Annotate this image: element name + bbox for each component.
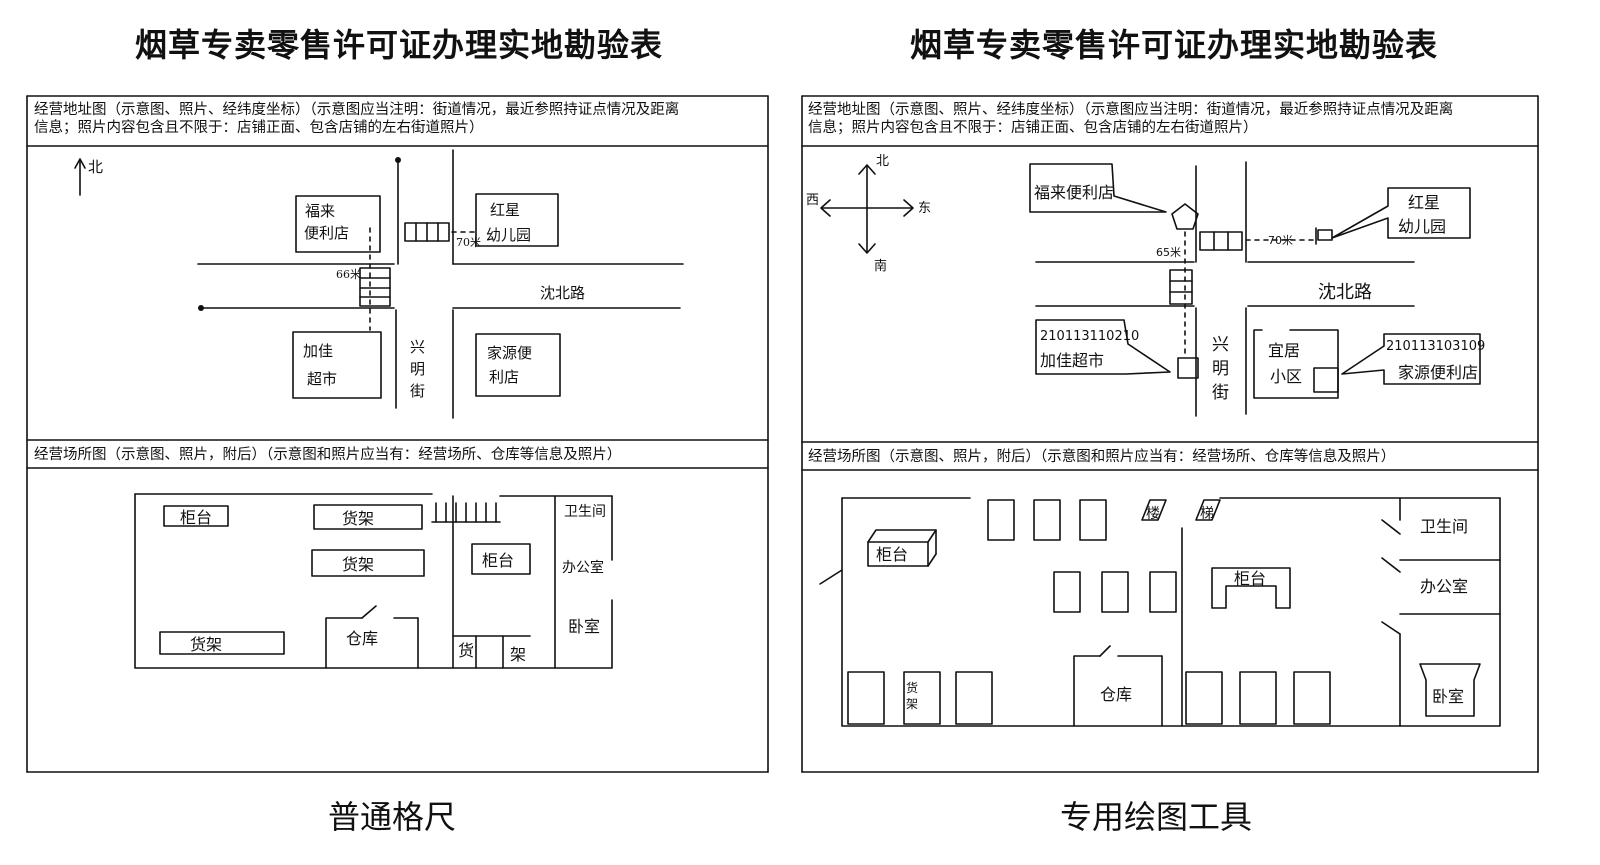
right-counter-label: 柜台 — [876, 545, 908, 564]
compass-south: 南 — [874, 258, 887, 274]
right-road-h: 沈北路 — [1318, 282, 1372, 303]
left-counter2-label: 柜台 — [482, 551, 514, 570]
right-floor-plan — [819, 497, 1501, 727]
left-counter-label: 柜台 — [180, 508, 212, 527]
right-office-label: 办公室 — [1420, 577, 1468, 596]
right-distance-70: 70米 — [1268, 234, 1293, 247]
left-shelf-label-1: 货架 — [342, 509, 374, 528]
right-map-labels: 北 南 东 西 福来便利店 红星 幼儿园 210113110210 加佳超市 2… — [806, 154, 1485, 403]
right-address-header-2: 信息；照片内容包含且不限于：店铺正面、包含店铺的左右街道照片） — [808, 120, 1258, 136]
right-form-frame — [801, 95, 1539, 773]
right-bedroom-label: 卧室 — [1432, 687, 1464, 706]
right-title: 烟草专卖零售许可证办理实地勘验表 — [910, 26, 1439, 64]
left-form-frame — [26, 95, 769, 773]
left-distance-70: 70米 — [456, 236, 481, 249]
left-store-sw-line2: 超市 — [307, 370, 337, 388]
left-low-shelf-1: 货 — [458, 641, 474, 660]
right-store-sw: 加佳超市 — [1040, 351, 1104, 370]
right-license-se: 210113103109 — [1386, 339, 1485, 354]
right-store-ne-line1: 红星 — [1408, 193, 1440, 212]
left-road-v-3: 街 — [410, 382, 425, 400]
right-floor-labels: 柜台 柜台 楼 梯 仓库 卫生间 办公室 卧室 货 架 — [876, 506, 1468, 711]
right-road-v-3: 街 — [1212, 383, 1229, 403]
right-license-sw: 210113110210 — [1040, 329, 1139, 344]
right-road-v-2: 明 — [1212, 359, 1229, 379]
right-road-v-1: 兴 — [1212, 335, 1229, 355]
compass-north: 北 — [876, 154, 889, 169]
left-warehouse-label: 仓库 — [346, 629, 378, 648]
right-shelf-1: 货 — [906, 680, 918, 695]
left-road-v-1: 兴 — [410, 338, 425, 356]
store-marker-icon — [1171, 203, 1199, 230]
right-premises-header: 经营场所图（示意图、照片，附后）（示意图和照片应当有：经营场所、仓库等信息及照片… — [808, 449, 1396, 465]
right-counter2-label: 柜台 — [1234, 569, 1266, 588]
left-bedroom-label: 卧室 — [568, 617, 600, 636]
right-distance-65: 65米 — [1156, 246, 1181, 259]
left-caption: 普通格尺 — [328, 798, 457, 836]
left-store-se-line1: 家源便 — [487, 344, 532, 362]
left-store-ne-line1: 红星 — [490, 201, 520, 219]
right-store-se: 家源便利店 — [1398, 363, 1478, 382]
right-stairs-1: 楼 — [1146, 506, 1160, 522]
left-floor-labels: 柜台 货架 货架 货架 柜台 仓库 卫生间 办公室 卧室 货 架 — [180, 504, 606, 664]
left-north-label: 北 — [88, 158, 103, 176]
right-stairs-2: 梯 — [1200, 506, 1214, 522]
right-toilet-label: 卫生间 — [1420, 517, 1468, 536]
left-floor-plan — [134, 493, 613, 669]
right-shelf-2: 架 — [906, 697, 918, 711]
left-store-nw-line2: 便利店 — [304, 224, 349, 242]
right-store-nw: 福来便利店 — [1034, 183, 1114, 202]
left-title: 烟草专卖零售许可证办理实地勘验表 — [135, 26, 664, 64]
left-low-shelf-2: 架 — [510, 645, 526, 664]
right-street-map — [820, 161, 1481, 417]
right-warehouse-label: 仓库 — [1100, 685, 1132, 704]
left-store-ne-line2: 幼儿园 — [486, 226, 531, 244]
left-store-nw-line1: 福来 — [305, 202, 335, 220]
right-community-line2: 小区 — [1270, 367, 1302, 386]
left-shelf-label-2: 货架 — [342, 555, 374, 574]
compass-east: 东 — [918, 201, 931, 216]
compass-west: 西 — [806, 193, 819, 208]
left-shelf-label-3: 货架 — [190, 635, 222, 654]
left-office-label: 办公室 — [562, 559, 604, 576]
left-road-v-2: 明 — [410, 360, 425, 378]
left-road-h: 沈北路 — [540, 284, 585, 302]
right-address-header-1: 经营地址图（示意图、照片、经纬度坐标）（示意图应当注明：街道情况，最近参照持证点… — [808, 102, 1454, 118]
left-map-labels: 北 福来 便利店 红星 幼儿园 加佳 超市 家源便 利店 66米 70米 沈北路… — [88, 158, 585, 400]
left-premises-header: 经营场所图（示意图、照片，附后）（示意图和照片应当有：经营场所、仓库等信息及照片… — [34, 447, 622, 463]
left-street-map — [74, 149, 684, 419]
right-caption: 专用绘图工具 — [1060, 798, 1253, 836]
right-community-line1: 宜居 — [1268, 341, 1300, 360]
right-store-ne-line2: 幼儿园 — [1398, 217, 1446, 236]
left-store-sw-line1: 加佳 — [303, 342, 333, 360]
left-store-se-line2: 利店 — [489, 368, 519, 386]
left-distance-66: 66米 — [336, 268, 361, 281]
left-address-header-2: 信息；照片内容包含且不限于：店铺正面、包含店铺的左右街道照片） — [34, 120, 484, 136]
left-address-header-1: 经营地址图（示意图、照片、经纬度坐标）（示意图应当注明：街道情况，最近参照持证点… — [34, 102, 680, 118]
left-toilet-label: 卫生间 — [564, 504, 606, 520]
